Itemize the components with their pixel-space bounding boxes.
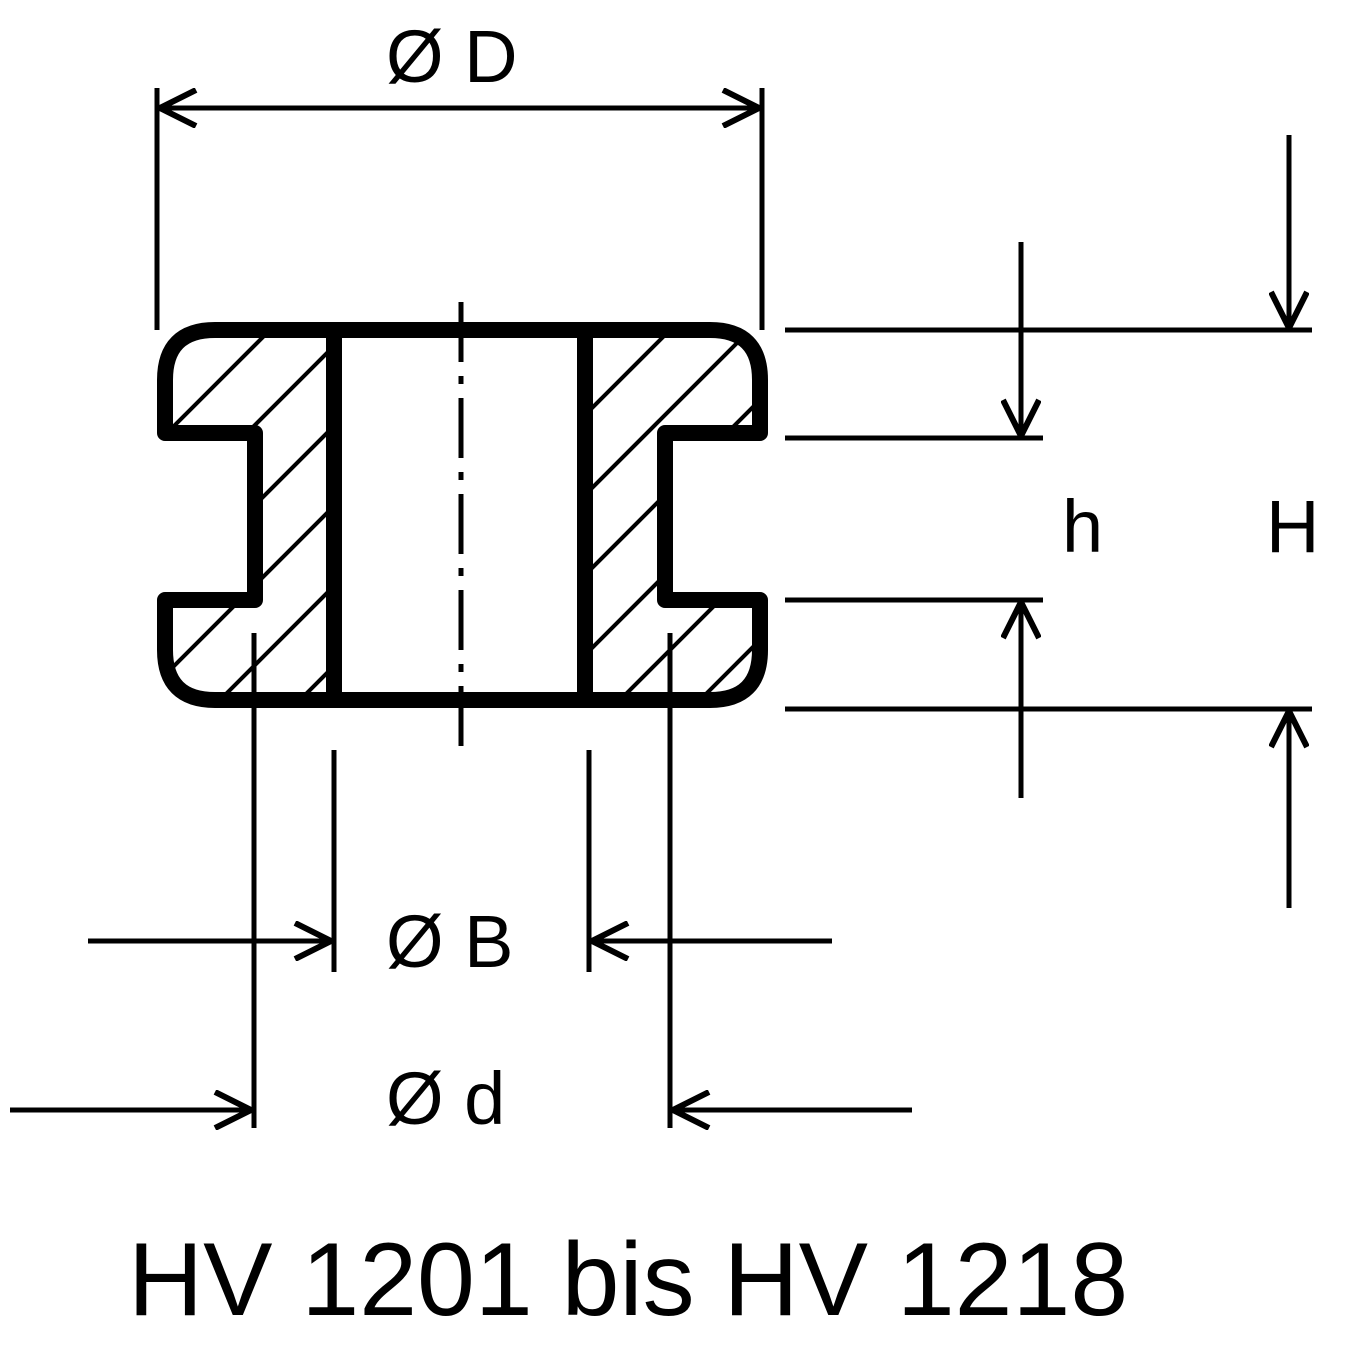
- bore-diameter-label: Ø B: [386, 900, 514, 983]
- hole-diameter-dimension: [10, 633, 912, 1128]
- right-wall-hatching: [590, 330, 760, 700]
- part-range-caption: HV 1201 bis HV 1218: [128, 1222, 1129, 1338]
- left-wall-hatching: [165, 330, 330, 700]
- bore-diameter-dimension: [88, 750, 832, 972]
- outer-diameter-dimension: [154, 88, 765, 330]
- total-height-label: H: [1266, 485, 1320, 568]
- hole-diameter-label: Ø d: [386, 1057, 506, 1140]
- outer-diameter-label: Ø D: [386, 15, 518, 98]
- grommet-outline: [157, 322, 768, 708]
- groove-height-label: h: [1062, 485, 1104, 568]
- height-extension-lines: [785, 327, 1312, 712]
